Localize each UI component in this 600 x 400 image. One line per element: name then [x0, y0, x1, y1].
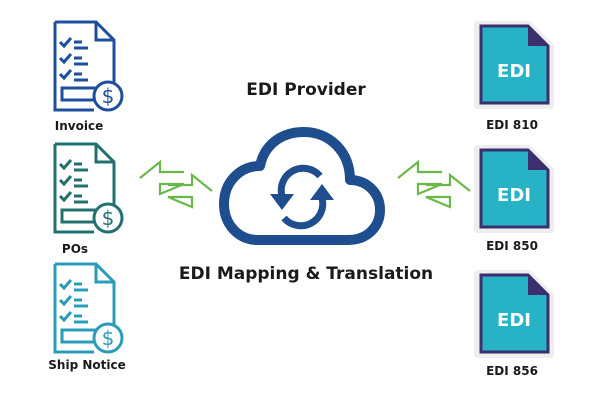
svg-text:$: $ [102, 84, 115, 108]
edi-file-icon: EDI [474, 270, 554, 358]
edi-badge-text: EDI [497, 61, 531, 82]
ship-notice-document: $ [50, 260, 130, 360]
pos-label: POs [61, 242, 89, 256]
purchase-order-document-dollar-icon: $ [53, 142, 124, 234]
edi-badge-text: EDI [497, 310, 531, 331]
invoice-document: $ [50, 18, 130, 118]
edi-file-icon: EDI [474, 145, 554, 233]
edi-856-document: EDI [472, 268, 556, 364]
edi-provider-title: EDI Provider [246, 80, 366, 100]
edi-mapping-title: EDI Mapping & Translation [178, 264, 434, 284]
left-connector [138, 159, 214, 214]
ship-notice-document-dollar-icon: $ [53, 262, 124, 354]
edi-file-icon: EDI [474, 21, 554, 109]
edi-provider-cloud [219, 124, 385, 252]
bidirectional-arrows-icon [397, 159, 471, 209]
invoice-label: Invoice [54, 119, 104, 133]
pos-document: $ [50, 140, 130, 240]
edi-856-label: EDI 856 [486, 364, 538, 378]
svg-text:$: $ [102, 326, 115, 350]
right-connector [396, 159, 472, 214]
edi-850-label: EDI 850 [486, 239, 538, 253]
edi-850-document: EDI [472, 143, 556, 239]
ship-notice-label: Ship Notice [48, 358, 126, 372]
cloud-sync-icon [219, 127, 385, 245]
edi-810-label: EDI 810 [486, 118, 538, 132]
bidirectional-arrows-icon [139, 159, 213, 209]
svg-text:$: $ [102, 206, 115, 230]
edi-badge-text: EDI [497, 185, 531, 206]
edi-810-document: EDI [472, 19, 556, 115]
invoice-document-dollar-icon: $ [53, 20, 124, 112]
